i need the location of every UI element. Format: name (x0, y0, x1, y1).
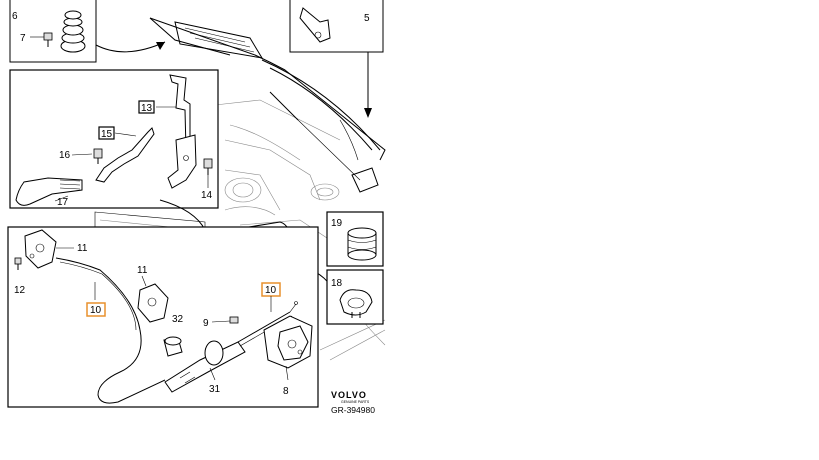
callout-7: 7 (20, 33, 26, 44)
callout-14: 14 (201, 190, 213, 201)
callout-11b: 11 (137, 265, 148, 276)
detail-box-18: 18 (326, 269, 384, 325)
callout-15-box (98, 126, 115, 140)
callout-11a: 11 (77, 243, 88, 254)
hood-illustration (149, 17, 386, 193)
callout-8: 8 (283, 386, 289, 397)
callout-16: 16 (59, 150, 71, 161)
callout-15: 15 (101, 129, 113, 140)
callout-10a: 10 (90, 305, 102, 316)
detail-box-latch-bracket: 13 15 16 14 17 (9, 69, 219, 238)
callout-10b: 10 (265, 285, 277, 296)
detail-box-19: 19 (326, 211, 384, 267)
brand-name: VOLVO (331, 390, 367, 400)
cylinder-icon (347, 227, 377, 261)
callout-18: 18 (331, 278, 343, 289)
callout-12: 12 (14, 285, 26, 296)
spring-icon (60, 10, 86, 53)
clip-icon (339, 289, 373, 318)
callout-6: 6 (12, 11, 18, 22)
diagram-reference: GR-394980 (331, 405, 375, 415)
callout-17: 17 (57, 197, 69, 208)
brand-block: VOLVO GENUINE PARTS GR-394980 (331, 390, 375, 415)
callout-32: 32 (172, 314, 184, 325)
callout-13-box (138, 100, 155, 114)
brand-subtitle: GENUINE PARTS (341, 400, 370, 404)
detail-box-spring: 6 7 (9, 0, 166, 63)
callout-5: 5 (364, 13, 370, 24)
callout-19: 19 (331, 218, 343, 229)
callout-10a-box (86, 302, 106, 317)
callout-13: 13 (141, 103, 153, 114)
detail-box-hinge: 5 (289, 0, 384, 118)
callout-31: 31 (209, 384, 221, 395)
detail-box-cable-latch: 11 12 10 11 32 9 31 (7, 226, 319, 408)
callout-9: 9 (203, 318, 209, 329)
